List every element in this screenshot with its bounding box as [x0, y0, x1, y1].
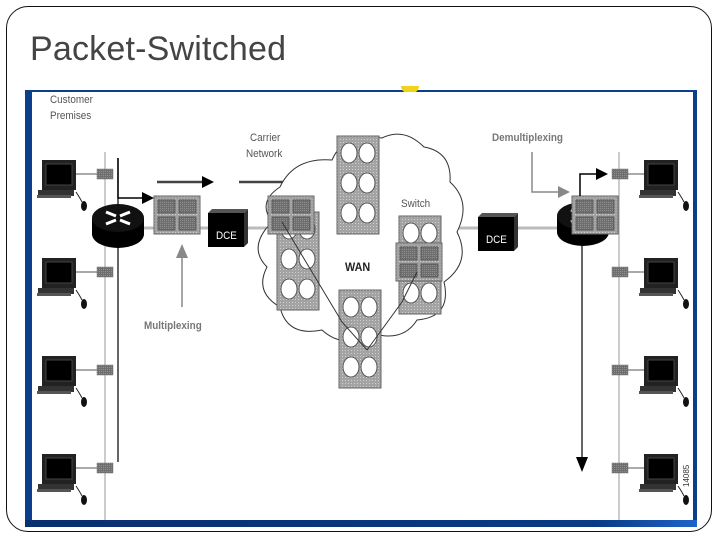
left-multiplexer	[153, 195, 201, 235]
wan-switch-top	[336, 135, 380, 235]
left-tap-4	[96, 462, 114, 474]
label-carrier-network-2: Network	[246, 148, 283, 160]
label-demultiplexing: Demultiplexing	[492, 132, 563, 144]
right-tap-4	[611, 462, 629, 474]
label-switch: Switch	[401, 198, 431, 210]
right-tap-1	[611, 168, 629, 180]
figure-bottom-band	[25, 520, 697, 527]
right-tap-3	[611, 364, 629, 376]
left-host-4	[36, 453, 88, 506]
right-demultiplexer	[571, 195, 619, 235]
carrier-mux-in	[267, 195, 315, 235]
label-dce-right: DCE	[486, 234, 507, 246]
down-arrow	[576, 457, 588, 472]
label-carrier-network-1: Carrier	[250, 132, 281, 144]
slide-title: Packet-Switched	[30, 30, 287, 68]
right-host-2	[638, 257, 690, 310]
right-tap-2	[611, 266, 629, 278]
left-router	[90, 202, 146, 250]
left-host-3	[36, 355, 88, 408]
right-host-1	[638, 159, 690, 212]
label-customer-premises-1: Customer	[50, 94, 93, 106]
multiplexing-arrow	[176, 244, 188, 258]
flow-arrow-1	[202, 176, 214, 188]
left-tap-3	[96, 364, 114, 376]
left-tap-1	[96, 168, 114, 180]
left-tap-2	[96, 266, 114, 278]
diagram-canvas: Customer Premises Carrier Network Demult…	[32, 92, 693, 520]
label-customer-premises-2: Premises	[50, 110, 92, 122]
label-dce-left: DCE	[216, 230, 237, 242]
network-diagram: Customer Premises Carrier Network Demult…	[25, 86, 697, 527]
wan-path	[281, 221, 418, 351]
left-host-2	[36, 257, 88, 310]
label-multiplexing: Multiplexing	[144, 320, 202, 332]
right-host-3	[638, 355, 690, 408]
figure-id: 14085	[682, 464, 691, 487]
decorative-dot	[401, 86, 419, 93]
carrier-mux-out	[395, 242, 443, 282]
left-host-1	[36, 159, 88, 212]
label-wan: WAN	[345, 260, 371, 274]
